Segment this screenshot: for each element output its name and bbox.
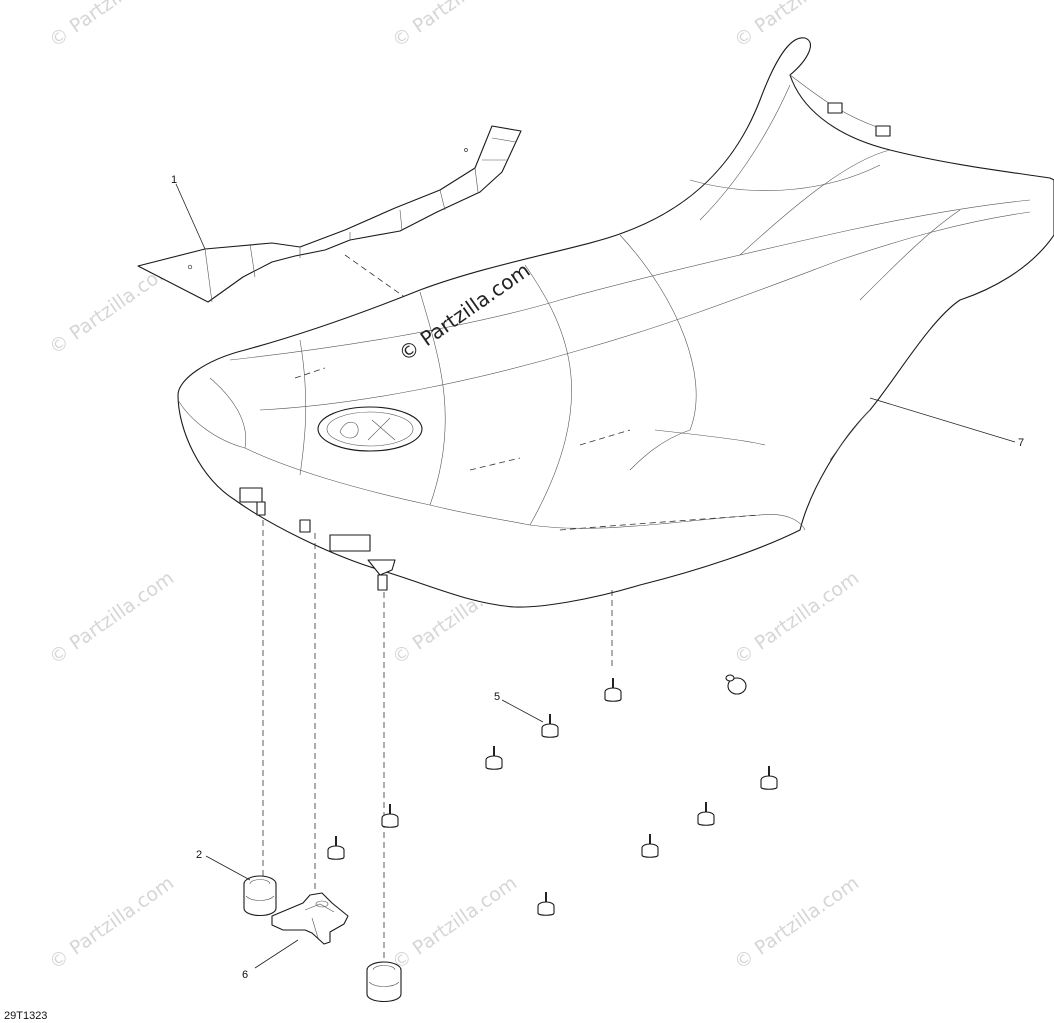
callout-7: 7 <box>1018 437 1024 449</box>
part-2-grommet <box>243 875 277 917</box>
bumper <box>485 746 503 770</box>
bumper <box>725 674 747 695</box>
figure-code: 29T1323 <box>4 1010 47 1022</box>
part-1-strip <box>137 125 522 303</box>
watermark: © Partzilla.com <box>45 0 178 52</box>
bumper <box>604 678 622 702</box>
bumper <box>327 836 345 860</box>
part-6-latch <box>271 892 349 945</box>
bumper <box>641 834 659 858</box>
part-7-seat <box>177 37 1054 608</box>
bumper <box>697 802 715 826</box>
assembly-lines <box>262 520 613 960</box>
bumper <box>537 892 555 916</box>
watermark: © Partzilla.com <box>45 567 178 669</box>
watermark: © Partzilla.com <box>388 0 521 52</box>
part-5-bumpers <box>327 674 778 916</box>
watermark: © Partzilla.com <box>730 872 863 974</box>
watermark: © Partzilla.com <box>730 567 863 669</box>
leader-lines <box>175 183 1016 969</box>
callout-2: 2 <box>196 849 202 861</box>
assembly-line <box>344 254 431 316</box>
bumper <box>541 714 559 738</box>
bumper <box>381 804 399 828</box>
seat-logo-decal <box>317 406 423 452</box>
callout-1: 1 <box>171 174 177 186</box>
part-2-grommet <box>366 961 402 1003</box>
bumper <box>760 766 778 790</box>
watermark: © Partzilla.com <box>45 872 178 974</box>
callout-6: 6 <box>242 969 248 981</box>
watermark: © Partzilla.com <box>388 872 521 974</box>
callout-5: 5 <box>494 691 500 703</box>
